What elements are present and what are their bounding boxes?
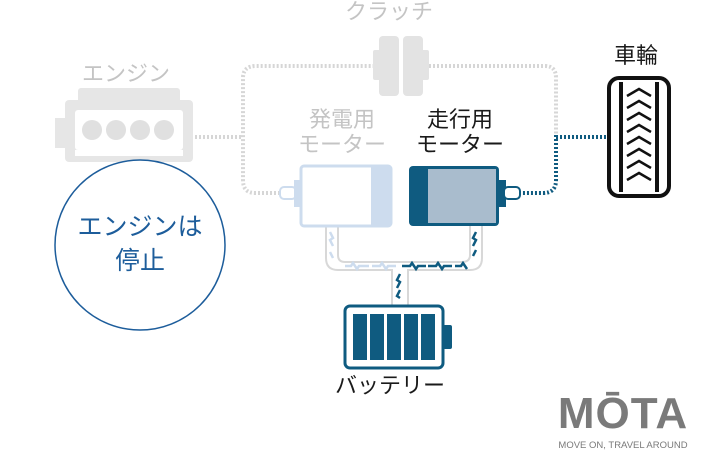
mota-logo: MŌTA MOVE ON, TRAVEL AROUND (548, 389, 698, 452)
drive-label-line2: モーター (415, 133, 504, 158)
drive-label-line1: 走行用 (426, 108, 493, 133)
engine-icon (55, 88, 193, 162)
battery-label: バッテリー (335, 374, 446, 399)
wheel-icon (607, 76, 671, 198)
engine-stopped-circle (54, 159, 226, 331)
active-drive-path (520, 135, 608, 195)
clutch-label: クラッチ (345, 0, 434, 25)
status-line1: エンジンは (77, 212, 203, 241)
battery-icon (343, 304, 452, 370)
generator-label-line1: 発電用 (308, 108, 375, 133)
electric-wires (325, 225, 483, 305)
logo-tagline: MOVE ON, TRAVEL AROUND (558, 440, 688, 451)
engine-status-text: エンジンは 停止 (55, 210, 225, 278)
logo-wordmark: MŌTA (557, 389, 689, 438)
status-line2: 停止 (114, 246, 165, 275)
generator-motor-label: 発電用 モーター (290, 108, 394, 158)
wheel-label: 車輪 (614, 44, 659, 69)
drive-motor-label: 走行用 モーター (408, 108, 512, 158)
drive-motor-icon (409, 166, 521, 226)
current-flow-arrows (328, 231, 478, 300)
generator-motor-icon (279, 164, 393, 228)
clutch-icon (373, 36, 429, 96)
inactive-drive-path (195, 64, 558, 195)
generator-label-line2: モーター (297, 133, 386, 158)
engine-label: エンジン (82, 62, 171, 87)
